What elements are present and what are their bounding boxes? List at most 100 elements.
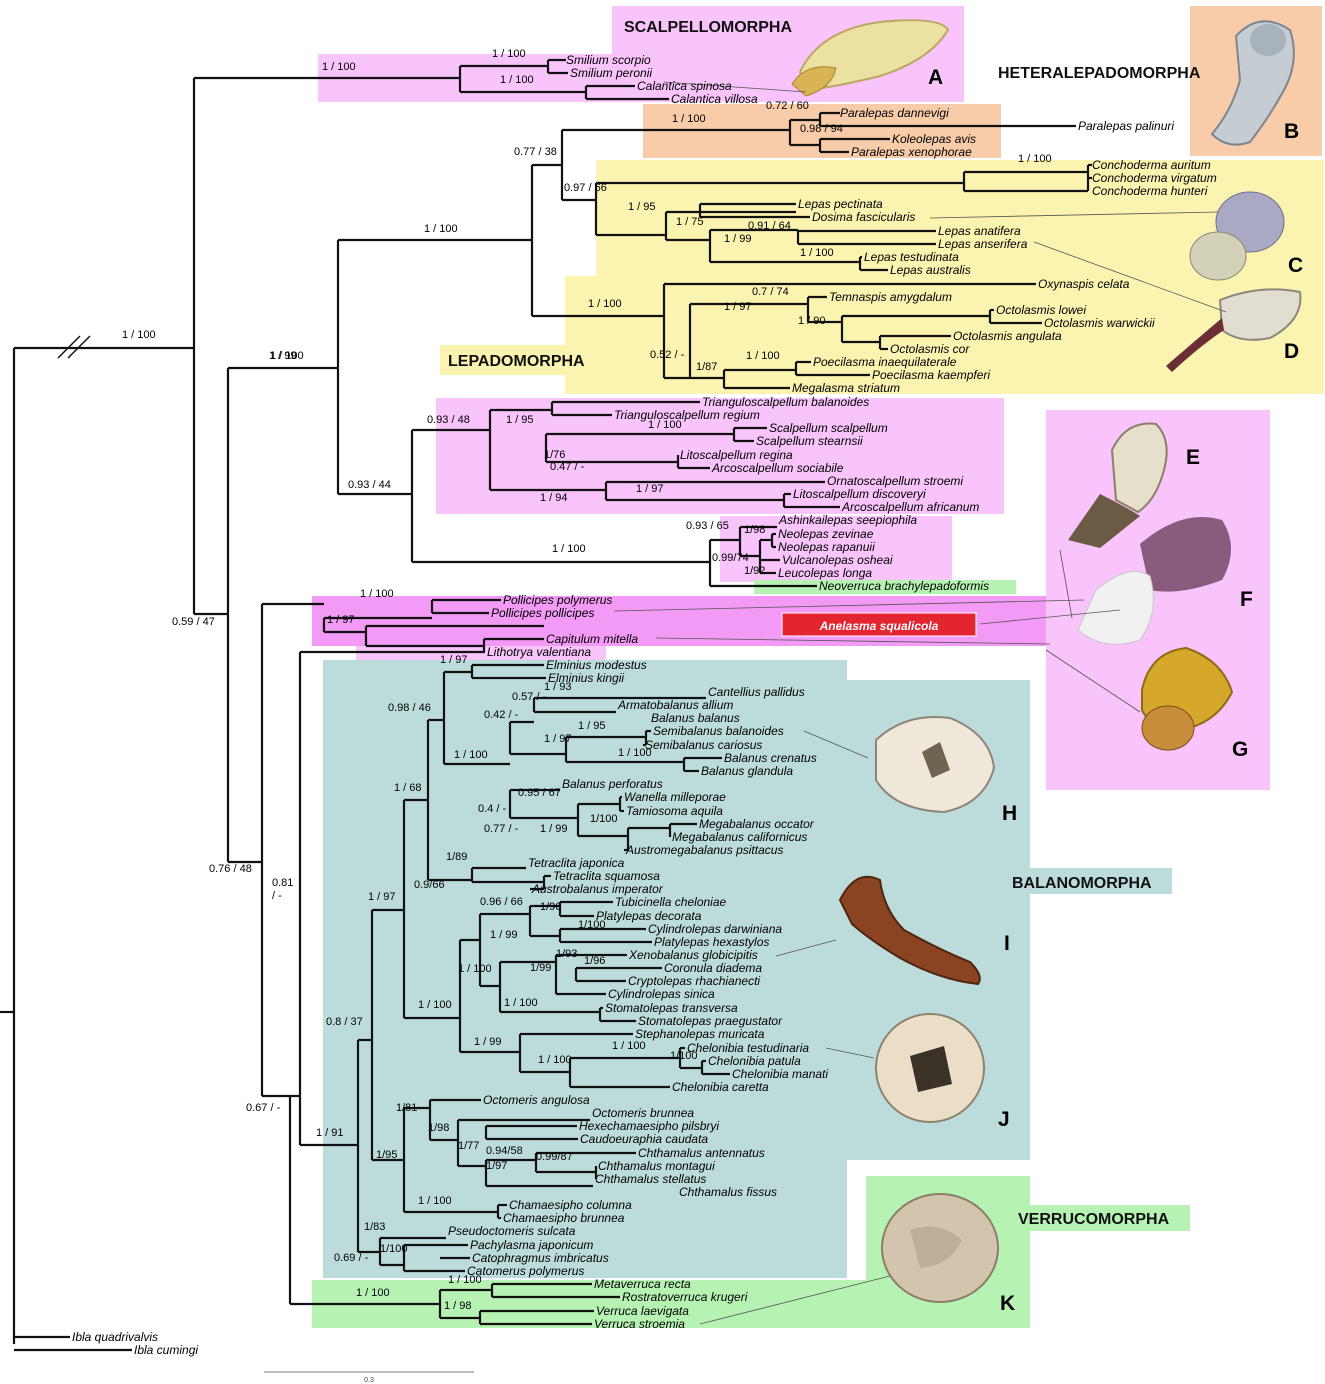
support-value: 1 / 100 [418, 999, 452, 1011]
tip-label: Hexechamaesipho pilsbryi [579, 1119, 719, 1133]
tip-label: Chelonibia caretta [672, 1080, 769, 1094]
support-value: 0.94/58 [486, 1145, 523, 1157]
tip-label: Chamaesipho columna [509, 1198, 632, 1212]
tip-label: Stomatolepas praegustator [638, 1014, 783, 1028]
tip-label: Calantica spinosa [637, 79, 732, 93]
support-value: 0.76 / 48 [209, 863, 252, 875]
support-value: 1 / 100 [454, 749, 488, 761]
support-value: 1 / 91 [316, 1127, 344, 1139]
tip-label: Lepas anatifera [938, 224, 1021, 238]
tip-label: Arcoscalpellum sociabile [711, 461, 844, 475]
support-value: 0.69 / - [334, 1252, 369, 1264]
tip-label: Chthamalus fissus [679, 1185, 777, 1199]
tip-label: Ornatoscalpellum stroemi [827, 474, 963, 488]
tip-label: Pollicipes pollicipes [491, 606, 594, 620]
specimen-photos [791, 19, 1302, 1303]
tip-label: Pachylasma japonicum [470, 1238, 593, 1252]
verrucomorpha-label: VERRUCOMORPHA [1018, 1211, 1170, 1228]
tip-label: Tetraclita squamosa [553, 869, 660, 883]
tip-label: Balanus perforatus [562, 777, 663, 791]
tip-label: Tamiosoma aquila [626, 804, 723, 818]
tip-label: Lepas anserifera [938, 237, 1028, 251]
support-value: 1 / 90 [798, 315, 826, 327]
tip-label: Conchoderma hunteri [1092, 184, 1208, 198]
support-value: 1 / 100 [458, 963, 492, 975]
balanomorpha-label: BALANOMORPHA [1012, 875, 1152, 892]
support-value: 1 / 75 [676, 216, 704, 228]
support-value: 1 / 98 [444, 1300, 472, 1312]
specimen-c-photo [1189, 191, 1285, 281]
tip-label: Neoverruca brachylepadoformis [819, 579, 989, 593]
support-value: 1 / 100 [672, 113, 706, 125]
plate-letter-b: B [1284, 120, 1299, 143]
support-value: 1 / 100 [424, 223, 458, 235]
support-value: 0.95 / 67 [518, 787, 561, 799]
tip-label: Platylepas decorata [596, 909, 702, 923]
support-value: 1 / 100 [122, 329, 156, 341]
support-value: 0.4 / - [478, 803, 506, 815]
tip-label: Balanus glandula [701, 764, 793, 778]
tip-label: Xenobalanus globicipitis [628, 948, 758, 962]
tip-label: Lepas testudinata [864, 250, 959, 264]
tip-label: Tubicinella cheloniae [615, 895, 727, 909]
tip-label: Catophragmus imbricatus [472, 1251, 609, 1265]
plate-letter-c: C [1288, 254, 1303, 277]
tip-label: Scalpellum stearnsii [756, 434, 863, 448]
support-value: 1/95 [376, 1149, 397, 1161]
support-value: 1 / 68 [394, 782, 422, 794]
tip-label: Elminius modestus [546, 658, 647, 672]
tip-label: Octolasmis cor [890, 342, 970, 356]
tip-label: Scalpellum scalpellum [769, 421, 888, 435]
specimen-k-photo [881, 1193, 999, 1303]
tip-label: Verruca laevigata [596, 1304, 689, 1318]
tip-label: Poecilasma inaequilaterale [813, 355, 957, 369]
scalpellomorpha-label: SCALPELLOMORPHA [624, 19, 792, 36]
support-value: 1 / 100 [648, 419, 682, 431]
tip-label: Calantica villosa [671, 92, 758, 106]
tip-label: Catomerus polymerus [467, 1264, 584, 1278]
tip-label: Rostratoverruca krugeri [622, 1290, 748, 1304]
support-value: 1 / 100 [270, 350, 304, 362]
tip-label: Dosima fascicularis [812, 210, 915, 224]
tip-label: Cryptolepas rhachianecti [628, 974, 760, 988]
tip-label: Conchoderma virgatum [1092, 171, 1217, 185]
specimen-i-photo [838, 875, 981, 986]
support-value: 1 / 97 [440, 654, 468, 666]
heteralepadomorpha-label: HETERALEPADOMORPHA [998, 65, 1201, 82]
group-labels: SCALPELLOMORPHA HETERALEPADOMORPHA LEPAD… [448, 19, 1201, 1228]
tip-label: Vulcanolepas osheai [782, 553, 893, 567]
support-value: 1 / 100 [418, 1195, 452, 1207]
support-value: 1/87 [696, 361, 717, 373]
tip-label: Paralepas dannevigi [840, 106, 949, 120]
support-value: 1 / 100 [1018, 153, 1052, 165]
support-value: 1/96 [540, 901, 561, 913]
tip-label: Arcoscalpellum africanum [841, 500, 979, 514]
balanomorpha-label-box [1004, 868, 1172, 894]
support-value: 0.67 / - [246, 1102, 281, 1114]
tip-label: Megabalanus californicus [672, 830, 807, 844]
support-value: 0.77 / 38 [514, 146, 557, 158]
support-value: 1/89 [446, 851, 467, 863]
support-value: 0.98 / 46 [388, 702, 431, 714]
tip-label: Capitulum mitella [546, 632, 638, 646]
support-value: 1/100 [670, 1050, 698, 1062]
support-value: 1 / 100 [500, 74, 534, 86]
support-value: 0.96 / 66 [480, 896, 523, 908]
scale-bar: 0.3 [264, 1371, 474, 1384]
anelasma-highlight: Anelasma squalicola [781, 612, 977, 637]
support-value: 1/99 [530, 962, 551, 974]
tip-label: Chelonibia testudinaria [687, 1041, 809, 1055]
support-value: 1 / 99 [490, 929, 518, 941]
tip-label: Chthamalus montagui [598, 1159, 715, 1173]
root-break-icon [57, 335, 91, 359]
support-value: 1 / 99 [269, 350, 297, 362]
tip-label: Litoscalpellum regina [680, 448, 793, 462]
tip-label: Stephanolepas muricata [635, 1027, 765, 1041]
lepadomorpha-label-box [440, 345, 606, 375]
support-value: 1/92 [744, 565, 765, 577]
tip-label: Pollicipes polymerus [503, 593, 612, 607]
support-value: 0.9/66 [414, 879, 445, 891]
tree-branches [0, 58, 1092, 1352]
